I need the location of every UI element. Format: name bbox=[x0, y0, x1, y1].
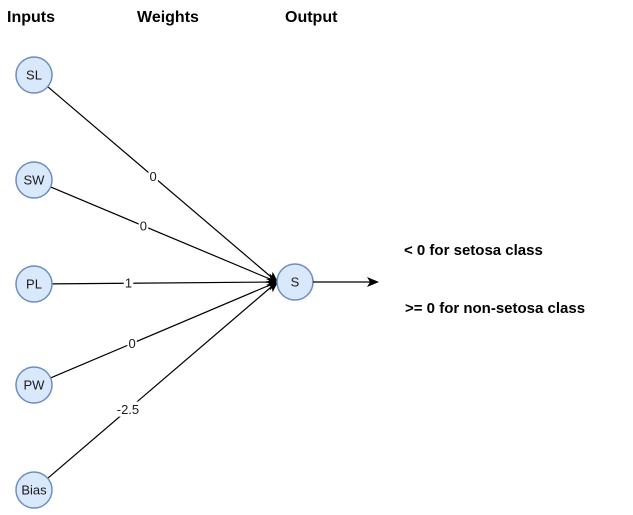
weight-label-pw: 0 bbox=[128, 336, 135, 351]
input-node-label: PW bbox=[24, 378, 46, 393]
input-node-bias: Bias bbox=[15, 471, 53, 509]
inputs-header: Inputs bbox=[7, 9, 55, 26]
setosa-class-text: < 0 for setosa class bbox=[404, 242, 543, 259]
weight-label-sl: 0 bbox=[150, 169, 157, 184]
weight-label-bg bbox=[123, 275, 134, 291]
weight-label-bg bbox=[111, 401, 144, 417]
weight-label-bg bbox=[127, 335, 137, 351]
edge-pw bbox=[50, 281, 279, 379]
weight-label-bg bbox=[138, 217, 149, 233]
output-node: S bbox=[276, 263, 314, 301]
edges-group bbox=[47, 86, 279, 479]
input-node-pl: PL bbox=[15, 265, 53, 303]
input-node-circle bbox=[15, 56, 53, 94]
output-node-label: S bbox=[291, 275, 300, 290]
input-node-sl: SL bbox=[15, 56, 53, 94]
input-node-label: PL bbox=[26, 277, 42, 292]
weight-label-sw: 0 bbox=[140, 218, 147, 233]
input-node-pw: PW bbox=[15, 366, 53, 404]
input-node-label: SW bbox=[24, 173, 46, 188]
weight-labels-group: 0 0 1 0 -2.5 bbox=[111, 168, 158, 417]
edge-sw bbox=[50, 186, 279, 283]
output-header: Output bbox=[285, 9, 338, 26]
input-node-circle bbox=[15, 366, 53, 404]
edge-bias bbox=[47, 280, 279, 479]
input-node-circle bbox=[15, 161, 53, 199]
non-setosa-class-text: >= 0 for non-setosa class bbox=[405, 300, 585, 317]
weight-label-bias: -2.5 bbox=[117, 402, 139, 417]
input-nodes-group: SL SW PL PW Bias bbox=[15, 56, 53, 509]
weight-label-bg bbox=[148, 168, 158, 184]
edge-pl bbox=[51, 277, 279, 288]
input-node-label: Bias bbox=[21, 483, 47, 498]
input-node-sw: SW bbox=[15, 161, 53, 199]
input-node-circle bbox=[15, 471, 53, 509]
weights-header: Weights bbox=[137, 9, 199, 26]
input-node-circle bbox=[15, 265, 53, 303]
weight-label-pl: 1 bbox=[125, 276, 132, 291]
edge-sl bbox=[47, 86, 279, 284]
input-node-label: SL bbox=[26, 68, 42, 83]
